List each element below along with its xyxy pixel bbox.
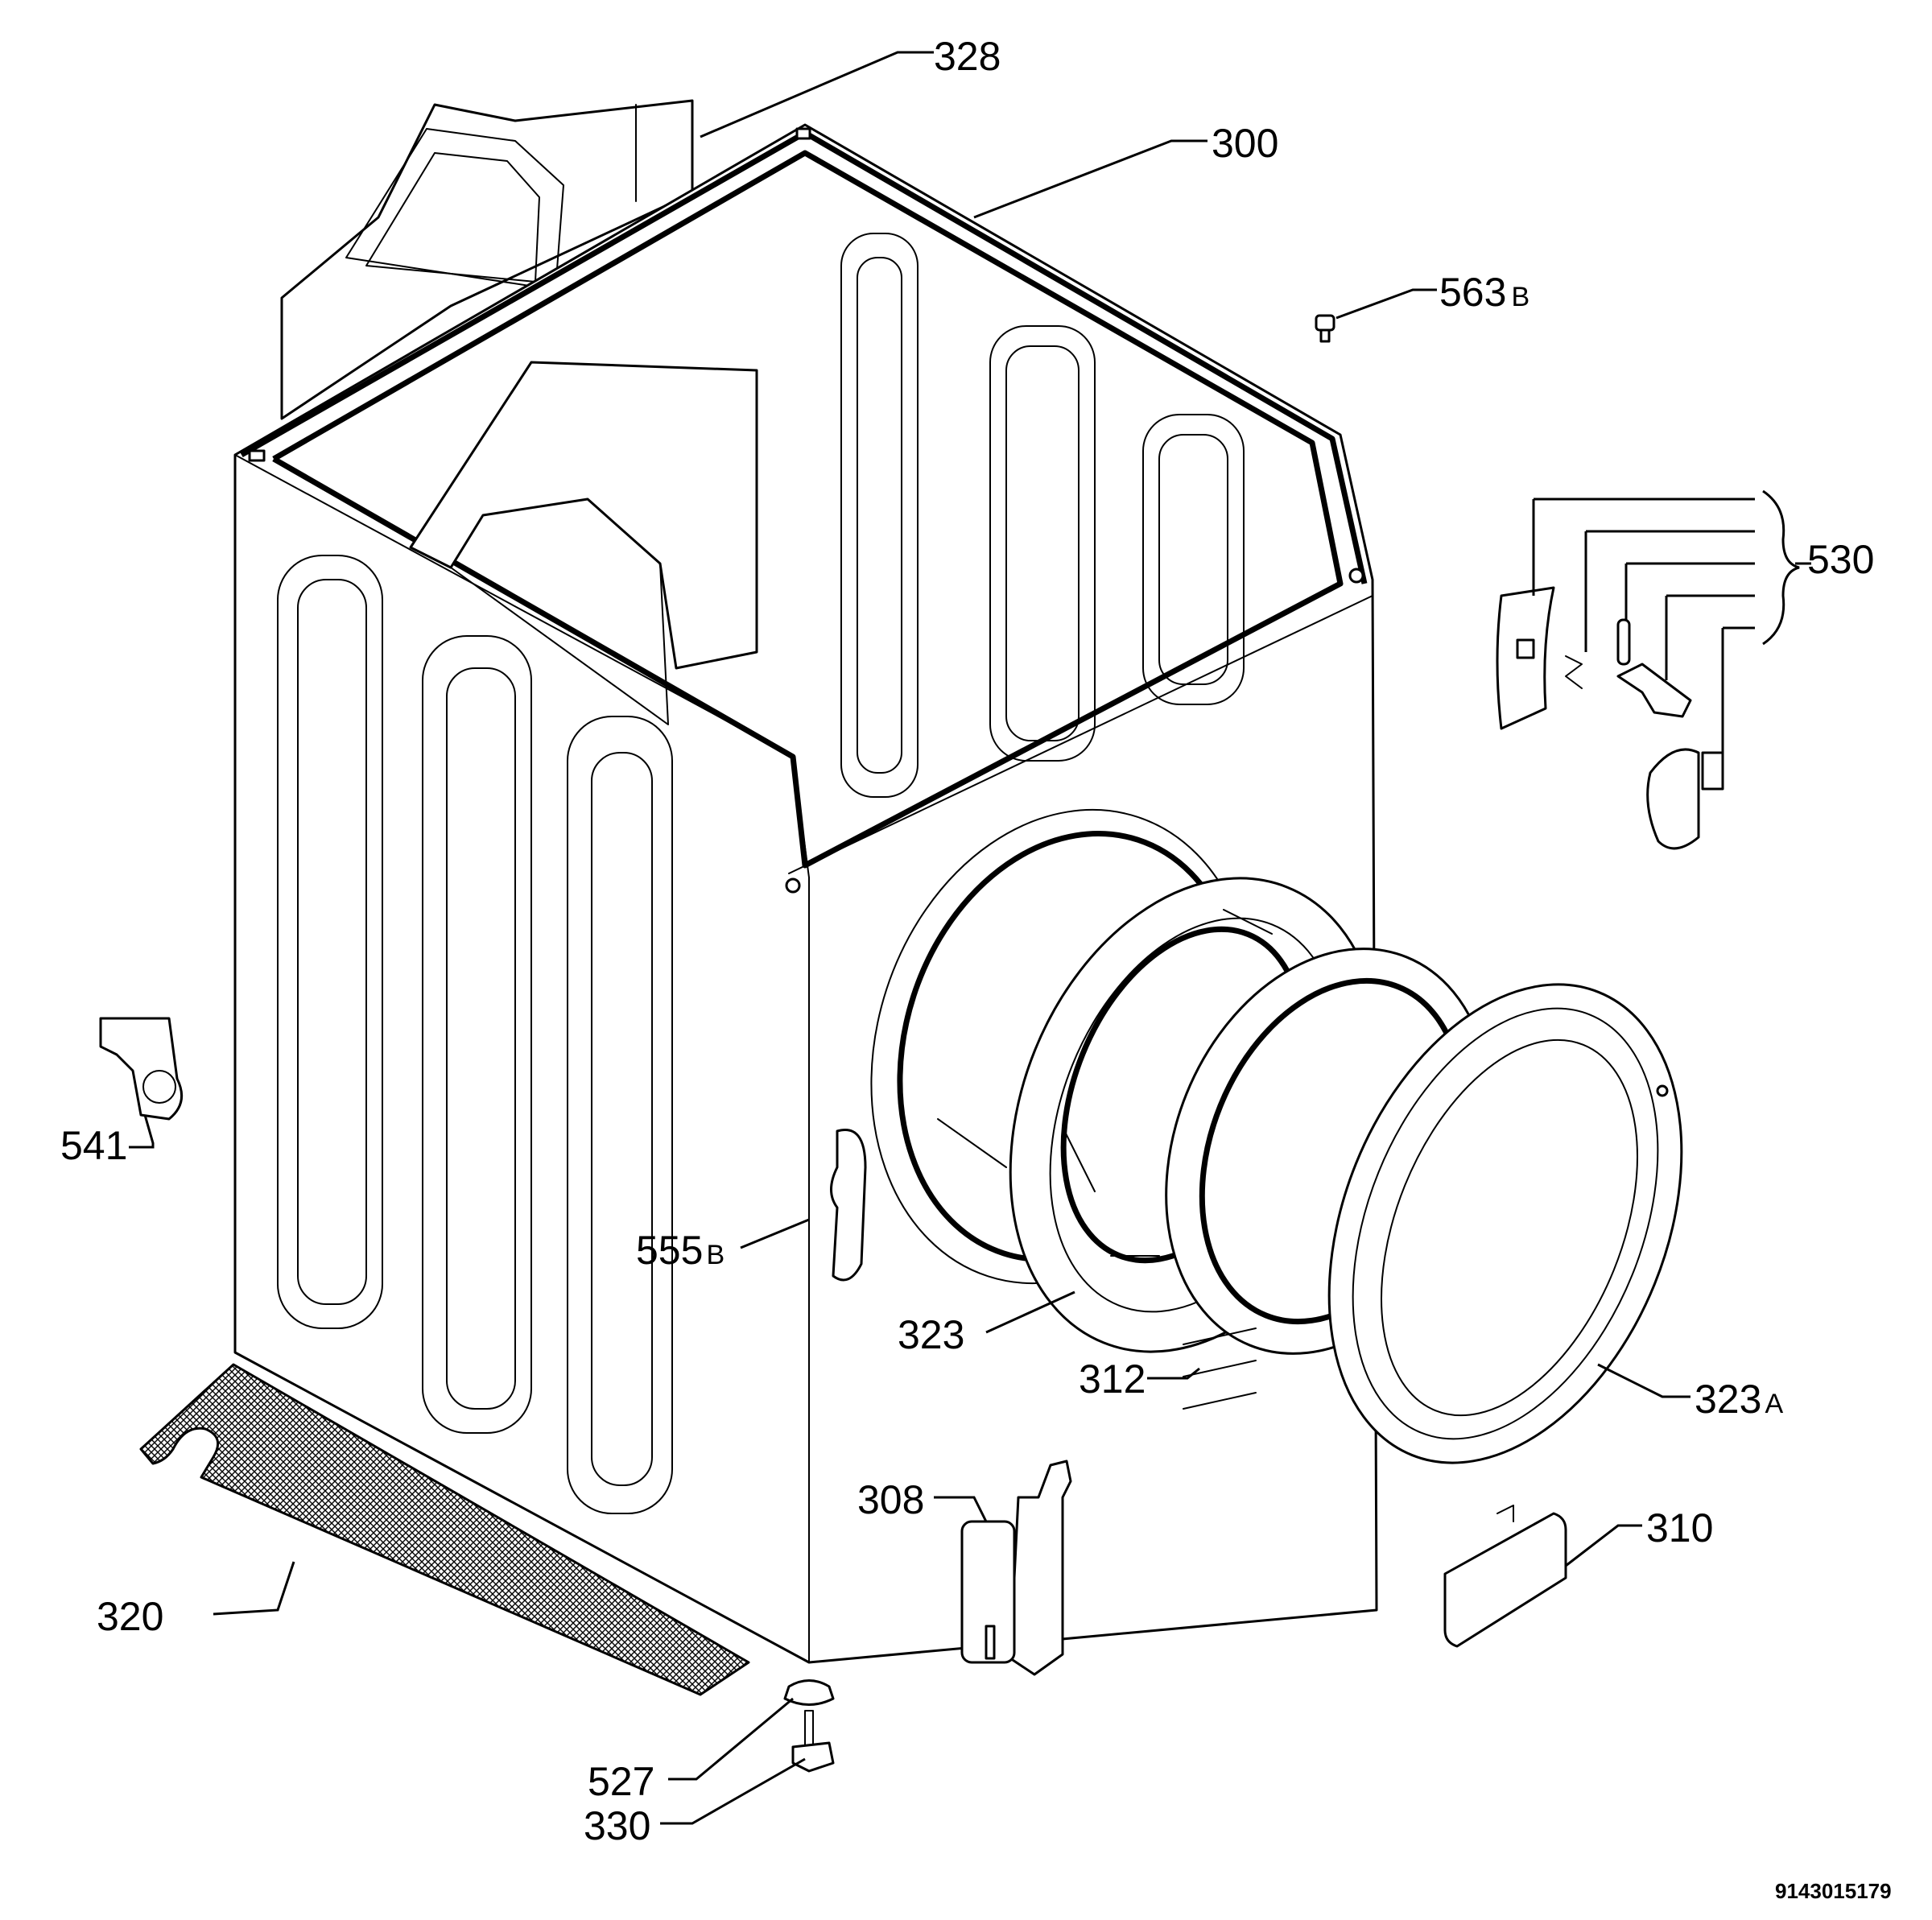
callout-leader-lines: [129, 51, 1811, 1825]
door-lock-parts-530: [1496, 489, 1800, 850]
callout-530: 530: [1807, 537, 1874, 582]
screw-part-563b: [1315, 314, 1335, 343]
document-code: 9143015179: [1775, 1879, 1892, 1903]
side-cover-part-555b: [830, 1129, 867, 1282]
door-frame-part-323a: [1327, 983, 1683, 1464]
cover-plate-part-310: [1443, 1505, 1567, 1648]
callout-323: 323: [898, 1312, 964, 1357]
door-hinge-part-308: [960, 1460, 1072, 1676]
callout-541: 541: [60, 1123, 127, 1168]
foot-parts-527-330: [783, 1679, 835, 1773]
callout-330: 330: [584, 1803, 650, 1848]
rear-duct-part-328: [280, 99, 694, 420]
callout-328: 328: [934, 34, 1001, 79]
callout-312: 312: [1079, 1356, 1146, 1402]
callout-527: 527: [588, 1759, 654, 1804]
bracket-part-541: [99, 1017, 184, 1121]
callout-308: 308: [857, 1477, 924, 1522]
base-filter-mat-part-320: [139, 1363, 750, 1696]
callout-300: 300: [1212, 121, 1278, 166]
callout-310: 310: [1646, 1505, 1713, 1550]
callout-320: 320: [97, 1594, 163, 1639]
